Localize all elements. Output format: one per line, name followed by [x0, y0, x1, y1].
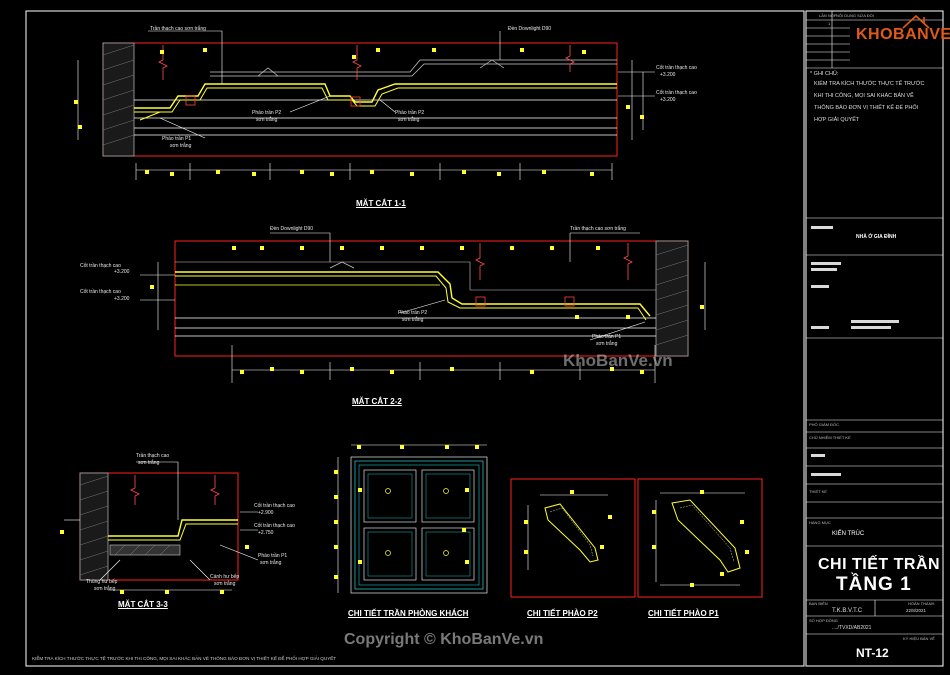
- s1-downlight-label: Đèn Downlight D90: [508, 26, 552, 32]
- tb-sheet-title-1: CHI TIẾT TRẦN: [818, 556, 941, 573]
- tb-contract-label: SỐ HỢP ĐỒNG: [809, 618, 838, 623]
- cornice-p1-title: CHI TIẾT PHÀO P1: [648, 609, 719, 618]
- s1-cornice-p2a-sub: sơn trắng: [256, 117, 278, 123]
- s2-level-b: Cốt trần thạch cao: [80, 289, 121, 295]
- section-1-1-title: MẶT CẮT 1-1: [356, 199, 406, 208]
- s3-level-a-val: +2.900: [258, 510, 274, 516]
- s3-ceiling-callout-sub: sơn trắng: [138, 460, 160, 466]
- s2-cornice-p2: Phào trần P2: [398, 310, 428, 316]
- tb-note-line-4: HỢP GIẢI QUYẾT: [814, 117, 860, 123]
- tb-director-label: PHÓ GIÁM ĐỐC: [809, 422, 840, 427]
- living-room-plan-title: CHI TIẾT TRẦN PHÒNG KHÁCH: [348, 609, 469, 618]
- tb-completed: 22/8/2021: [906, 608, 927, 613]
- s2-level-a-val: +3.200: [114, 269, 130, 275]
- s1-cornice-p1-sub: sơn trắng: [170, 143, 192, 149]
- section-2-2-drawing: [140, 232, 706, 383]
- s1-cornice-p2b: Phào trần P2: [395, 110, 425, 116]
- tb-note-line-1: KIỂM TRA KÍCH THƯỚC THỰC TẾ TRƯỚC: [814, 81, 925, 87]
- tb-issued-label: BAN BIÊN: [809, 601, 828, 606]
- s1-ceiling-callout: Trần thạch cao sơn trắng: [150, 26, 206, 32]
- section-3-3-title: MẶT CẮT 3-3: [118, 600, 168, 609]
- title-block-grid: [806, 11, 943, 635]
- s1-level-a-val: +3.200: [660, 72, 676, 78]
- s2-ceiling-callout: Trần thạch cao sơn trắng: [570, 226, 626, 232]
- s2-cornice-p1: Phào trần P1: [592, 334, 622, 340]
- tb-note-line-3: THÔNG BÁO ĐƠN VỊ THIẾT KẾ ĐỂ PHỐI: [814, 105, 919, 111]
- s2-cornice-p2-sub: sơn trắng: [402, 317, 424, 323]
- s1-level-b-val: +3.200: [660, 97, 676, 103]
- tb-revision-no: 1: [828, 21, 831, 26]
- s3-light-box: Thùng hư bếp: [86, 579, 118, 585]
- tb-notes-title: * GHI CHÚ:: [810, 71, 839, 77]
- tb-drawn-label: THIẾT KẾ: [809, 489, 827, 494]
- cornice-p2-profile: [527, 494, 608, 570]
- s3-level-a: Cốt trần thạch cao: [254, 503, 295, 509]
- section-1-1-drawing: [77, 30, 655, 180]
- tb-sheet-no-label: KÝ HIỆU BẢN VẼ: [903, 636, 935, 641]
- s3-level-b-val: +2.750: [258, 530, 274, 536]
- logo-text: KHOBANVE: [856, 26, 950, 43]
- s1-level-a: Cốt trần thạch cao: [656, 65, 697, 71]
- tb-category-label: HẠNG MỤC: [809, 520, 831, 525]
- tb-revision-content-label: NỘI DUNG SỬA ĐỔI: [836, 13, 874, 18]
- s1-cornice-p1: Phào trần P1: [162, 136, 192, 142]
- s3-cornice-p1-sub: sơn trắng: [260, 560, 282, 566]
- s2-level-a: Cốt trần thạch cao: [80, 263, 121, 269]
- tb-designer-label: CHỦ NHIỆM THIẾT KẾ: [809, 435, 851, 440]
- s3-ceiling-callout: Trần thạch cao: [136, 453, 170, 459]
- section-3-3-drawing: [64, 461, 259, 591]
- s2-downlight-label: Đèn Downlight D90: [270, 226, 314, 232]
- s1-level-b: Cốt trần thạch cao: [656, 90, 697, 96]
- tb-completed-label: HOÀN THÀNH: [908, 601, 935, 606]
- tb-sheet-title-2: TẦNG 1: [836, 574, 912, 595]
- s2-cornice-p1-sub: sơn trắng: [596, 341, 618, 347]
- s3-light-box-sub: sơn trắng: [94, 586, 116, 592]
- watermark-center: KhoBanVe.vn: [563, 351, 673, 370]
- tb-category: KIẾN TRÚC: [832, 531, 865, 537]
- s2-level-b-val: +3.200: [114, 296, 130, 302]
- cornice-p2-title: CHI TIẾT PHÀO P2: [527, 609, 598, 618]
- tb-note-line-2: KHI THI CÔNG, MỌI SAI KHÁC BẢN VẼ: [814, 93, 914, 99]
- s1-cornice-p2b-sub: sơn trắng: [398, 117, 420, 123]
- living-room-ceiling-plan: [337, 444, 488, 594]
- redacted-marks: [811, 226, 899, 476]
- watermark-copyright: Copyright © KhoBanVe.vn: [344, 631, 544, 648]
- s3-cornice-p1: Phào trần P1: [258, 553, 288, 559]
- s3-cabinet: Cánh hư bếp: [210, 574, 240, 580]
- s3-cabinet-sub: sơn trắng: [214, 581, 236, 587]
- cornice-p1-profile: [655, 492, 745, 586]
- tb-revision-label: LẦN NỘP: [819, 13, 837, 18]
- s1-cornice-p2a: Phào trần P2: [252, 110, 282, 116]
- section-2-2-title: MẶT CẮT 2-2: [352, 397, 402, 406]
- tb-issued: T.K.B.V.T.C: [832, 608, 863, 614]
- tb-project: NHÀ Ở GIA ĐÌNH: [856, 234, 897, 240]
- tb-sheet-no: NT-12: [856, 646, 889, 660]
- tb-contract: ..../TVXD/AB2021: [832, 625, 872, 631]
- footer-note: KIỂM TRA KÍCH THƯỚC THỰC TẾ TRƯỚC KHI TH…: [32, 656, 337, 661]
- s3-level-b: Cốt trần thạch cao: [254, 523, 295, 529]
- logo-house-icon: [902, 14, 930, 29]
